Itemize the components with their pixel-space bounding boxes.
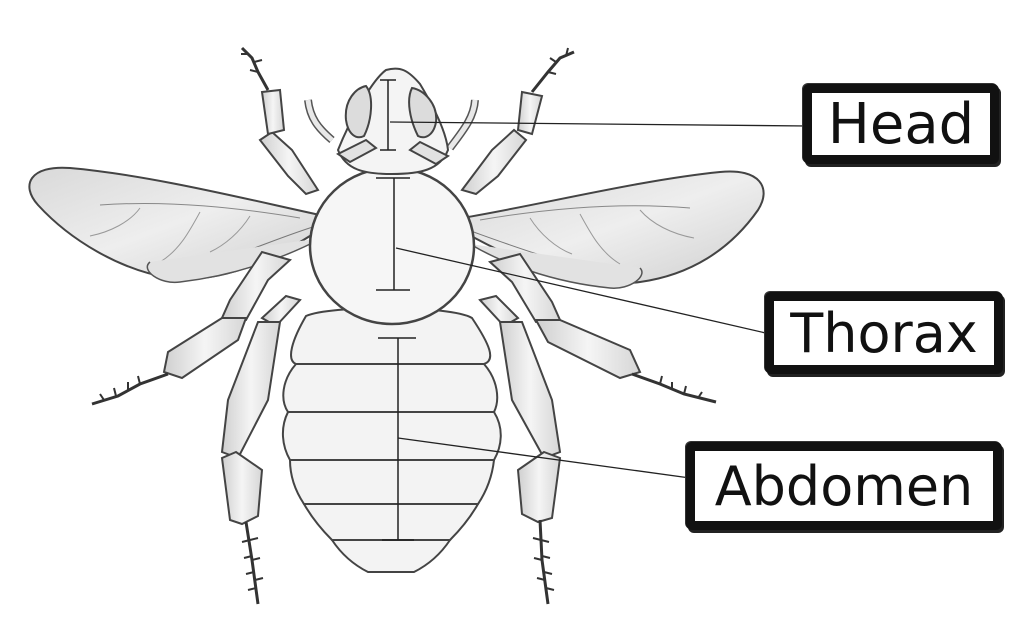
- hind-leg-left: [220, 294, 302, 605]
- head: [336, 67, 450, 176]
- head-leader-line: [389, 121, 809, 127]
- abdomen-label: Abdomen: [686, 442, 1002, 530]
- abdomen-bracket: [378, 337, 416, 541]
- abdomen-leader-line: [397, 437, 691, 479]
- wing-left: [28, 166, 324, 284]
- thorax-bracket: [376, 177, 410, 291]
- head-label: Head: [803, 84, 999, 164]
- thorax-label-text: Thorax: [790, 302, 978, 365]
- thorax-label: Thorax: [765, 292, 1003, 374]
- middle-leg-left: [91, 250, 293, 406]
- antenna-left: [304, 99, 335, 144]
- hind-leg-right: [478, 294, 562, 605]
- head-bracket: [380, 79, 396, 151]
- front-leg-left: [240, 46, 320, 196]
- head-label-text: Head: [827, 92, 975, 157]
- antenna-right: [446, 99, 479, 151]
- thorax: [308, 166, 476, 326]
- thorax-leader-line: [395, 247, 771, 335]
- abdomen: [282, 307, 502, 573]
- middle-leg-right: [487, 252, 717, 404]
- abdomen-label-text: Abdomen: [714, 455, 974, 518]
- front-leg-right: [460, 47, 575, 196]
